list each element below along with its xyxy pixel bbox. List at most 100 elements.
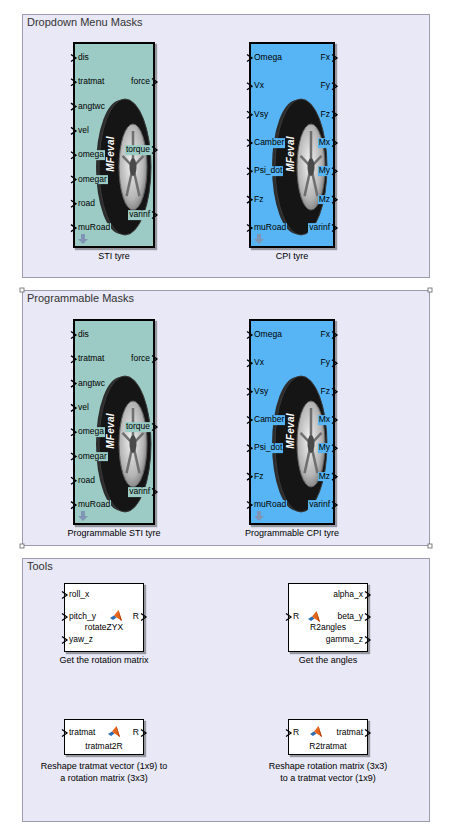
- input-port-label: Vsy: [253, 110, 269, 120]
- input-port-label: tratmat: [68, 728, 96, 738]
- output-port-label: alpha_x: [332, 590, 364, 600]
- input-port-label: road: [77, 476, 96, 486]
- input-port-label: tratmat: [77, 354, 105, 364]
- input-port: [286, 730, 291, 737]
- input-port: [247, 168, 252, 175]
- output-port-label: Mz: [318, 195, 331, 205]
- input-port: [71, 332, 76, 339]
- matlab-function-block: Get the anglesR2anglesRalpha_xbeta_ygamm…: [288, 583, 368, 652]
- input-port-label: Psi_dot: [253, 166, 283, 176]
- tyre-block: CPI tyreOmegaVxVsyCamberPsi_dotFzmuRoadF…: [249, 42, 335, 248]
- output-port-label: torque: [125, 145, 151, 155]
- output-port: [332, 416, 337, 423]
- output-port-label: Fz: [320, 387, 331, 397]
- output-port-label: Fx: [320, 330, 331, 340]
- matlab-function-block: Get the rotation matrixrotateZYXroll_xpi…: [64, 583, 144, 652]
- matlab-icon: [310, 726, 322, 737]
- mask-icon: [78, 234, 88, 244]
- matlab-function-block: Reshape rotation matrix (3x3) to a tratm…: [288, 719, 368, 755]
- input-port: [247, 416, 252, 423]
- selection-handle: [20, 288, 24, 292]
- input-port-label: Omega: [253, 53, 283, 63]
- input-port-label: muRoad: [253, 500, 287, 510]
- input-port-label: muRoad: [77, 223, 111, 233]
- block-caption: Get the rotation matrix: [59, 655, 148, 667]
- output-port-label: force: [130, 77, 151, 87]
- output-port-label: Fz: [320, 110, 331, 120]
- block-caption: Get the angles: [299, 655, 358, 667]
- tyre-block: Programmable CPI tyreOmegaVxVsyCamberPsi…: [249, 319, 335, 525]
- input-port: [71, 477, 76, 484]
- input-port-label: muRoad: [253, 223, 287, 233]
- input-port-label: dis: [77, 330, 90, 340]
- input-port-label: Psi_dot: [253, 443, 283, 453]
- input-port-label: Fz: [253, 472, 264, 482]
- mask-icon: [78, 511, 88, 521]
- input-port-label: muRoad: [77, 500, 111, 510]
- output-port-label: Fx: [320, 53, 331, 63]
- output-port: [332, 196, 337, 203]
- output-port: [141, 614, 146, 621]
- output-port-label: R: [132, 612, 140, 622]
- input-port: [247, 139, 252, 146]
- tyre-illustration: [96, 376, 151, 512]
- output-port-label: varinf: [308, 223, 331, 233]
- area-title: Dropdown Menu Masks: [27, 16, 143, 29]
- mask-icon: [254, 511, 264, 521]
- input-port: [71, 200, 76, 207]
- input-port: [62, 637, 67, 644]
- input-port-label: Vsy: [253, 387, 269, 397]
- input-port-label: omegar: [77, 452, 108, 462]
- input-port: [71, 176, 76, 183]
- input-port: [71, 152, 76, 159]
- block-caption: STI tyre: [98, 251, 130, 263]
- input-port: [71, 103, 76, 110]
- subsystem-area: Dropdown Menu MasksSTI tyredistratmatang…: [22, 14, 430, 278]
- output-port-label: varinf: [128, 210, 151, 220]
- input-port: [247, 388, 252, 395]
- input-port-label: omega: [77, 427, 105, 437]
- subsystem-area: Programmable MasksProgrammable STI tyred…: [22, 290, 430, 546]
- input-port-label: R: [292, 612, 300, 622]
- input-port: [71, 127, 76, 134]
- input-port-label: angtwc: [77, 102, 106, 112]
- input-port-label: Vx: [253, 358, 265, 368]
- output-port-label: Fy: [320, 358, 331, 368]
- input-port-label: tratmat: [77, 77, 105, 87]
- output-port: [332, 332, 337, 339]
- tyre-block: Programmable STI tyredistratmatangtwcvel…: [73, 319, 155, 525]
- mask-icon: [254, 234, 264, 244]
- output-port: [332, 388, 337, 395]
- output-port: [332, 501, 337, 508]
- output-port: [152, 489, 157, 496]
- output-port: [141, 730, 146, 737]
- output-port-label: force: [130, 354, 151, 364]
- input-port: [71, 356, 76, 363]
- output-port: [332, 360, 337, 367]
- selection-handle: [428, 544, 432, 548]
- input-port-label: road: [77, 199, 96, 209]
- input-port: [71, 55, 76, 62]
- output-port-label: My: [318, 443, 331, 453]
- output-port: [332, 473, 337, 480]
- matlab-icon: [108, 726, 120, 737]
- output-port-label: gamma_z: [325, 635, 364, 645]
- input-port: [62, 614, 67, 621]
- tyre-illustration: [96, 99, 151, 235]
- input-port: [71, 429, 76, 436]
- output-port: [365, 614, 370, 621]
- input-port-label: yaw_z: [68, 635, 94, 645]
- output-port-label: beta_y: [336, 612, 364, 622]
- input-port: [71, 453, 76, 460]
- block-caption: CPI tyre: [276, 251, 309, 263]
- input-port: [71, 404, 76, 411]
- output-port-label: R: [132, 728, 140, 738]
- output-port-label: Mx: [318, 138, 331, 148]
- input-port: [247, 360, 252, 367]
- selection-handle: [428, 288, 432, 292]
- block-caption: Reshape rotation matrix (3x3) to a tratm…: [264, 761, 392, 784]
- area-title: Programmable Masks: [27, 292, 134, 305]
- output-port: [152, 212, 157, 219]
- input-port-label: vel: [77, 126, 90, 136]
- input-port: [62, 592, 67, 599]
